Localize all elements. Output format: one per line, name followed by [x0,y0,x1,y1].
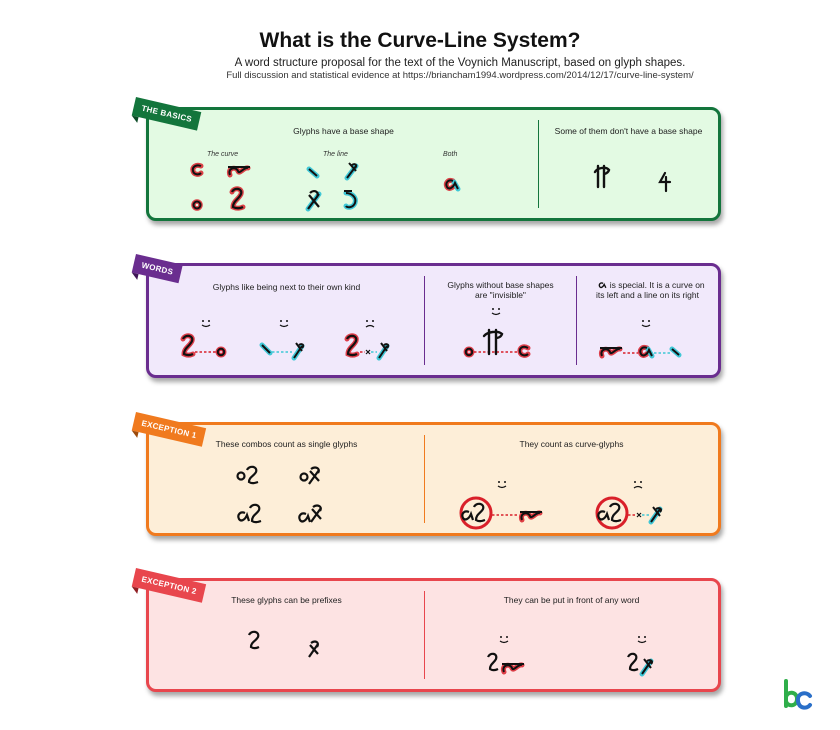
word-ch-a-i [598,320,682,359]
sad-face-icon [633,481,643,489]
happy-face-icon [641,320,651,328]
glyph-b-icon [343,190,358,210]
combo-ak-icon [298,504,322,523]
exc1-left-section: These combos count as single glyphs [149,425,424,533]
exc1-left-header: These combos count as single glyphs [215,439,358,449]
panel-exception-2: These glyphs can be prefixes They can be… [146,578,721,692]
inline-glyph-a-icon [598,281,607,289]
glyph-y-icon [344,162,359,181]
words-divider-2 [576,276,577,365]
exc1-right-header: They count as curve-glyphs [519,439,624,449]
glyph-ch-icon [226,165,251,178]
words-mid-header-line2: are "invisible" [475,290,526,300]
basics-left-section: Glyphs have a base shape The curve The l… [149,110,538,218]
word-d-o-happy [180,320,227,358]
glyph-gallows-t-icon [593,164,611,189]
words-divider-1 [424,276,425,365]
basics-right-section: Some of them don't have a base shape [539,110,718,218]
word-q-y-happy [626,636,654,677]
basics-divider [538,120,539,208]
combo-ok-icon [299,466,320,485]
panel-the-basics: Glyphs have a base shape The curve The l… [146,107,721,221]
glyph-a-icon [443,178,461,192]
glyph-o-icon [191,199,203,211]
label-both: Both [443,151,458,158]
basics-left-header: Glyphs have a base shape [293,126,394,136]
happy-face-icon [637,636,647,644]
prefix-k-icon [308,640,319,658]
words-right-header-line1: is special. It is a curve on [577,280,718,290]
happy-face-icon [497,481,507,489]
panel-words: Glyphs like being next to their own kind… [146,263,721,378]
words-mid-header-line1: Glyphs without base shapes [447,280,554,290]
word-ad-y-sad [595,481,663,530]
word-ad-ch-happy [459,481,543,530]
words-mid-section: Glyphs without base shapes are "invisibl… [425,266,576,375]
page-subtitle: A word structure proposal for the text o… [234,57,686,69]
happy-face-icon [201,320,211,328]
exc1-divider [424,435,425,523]
source-link-text: Full discussion and statistical evidence… [226,70,694,81]
words-left-section: Glyphs like being next to their own kind [149,266,424,375]
glyph-e-icon [190,162,204,177]
words-right-header-line2: its left and a line on its right [595,290,699,300]
prefix-q-icon [247,630,260,650]
page-title: What is the Curve-Line System? [259,29,581,52]
happy-face-icon [491,308,501,316]
glyph-four-icon [658,171,672,193]
word-q-ch-happy [486,636,525,675]
exc2-left-header: These glyphs can be prefixes [231,595,342,605]
exc2-left-section: These glyphs can be prefixes [149,581,424,689]
glyph-i-icon [306,166,320,179]
words-left-header: Glyphs like being next to their own kind [212,282,361,292]
exc1-right-section: They count as curve-glyphs [425,425,718,533]
bc-logo-icon [784,679,812,710]
exc2-divider [424,591,425,679]
combo-od-icon [236,465,259,485]
words-right-section: is special. It is a curve on its left an… [577,266,718,375]
exc2-right-header: They can be put in front of any word [503,595,640,605]
sad-face-icon [365,320,375,328]
glyph-d-icon [229,186,246,211]
exc2-right-section: They can be put in front of any word [425,581,718,689]
label-the-line: The line [323,151,348,158]
word-o-gallows-ch [463,308,531,358]
combo-ad-icon [237,503,262,524]
label-the-curve: The curve [207,151,239,158]
happy-face-icon [279,320,289,328]
basics-right-header: Some of them don't have a base shape [554,126,703,136]
word-i-y-happy [259,320,305,361]
happy-face-icon [499,636,509,644]
word-d-y-sad [344,320,390,361]
glyph-k-icon [305,190,322,212]
